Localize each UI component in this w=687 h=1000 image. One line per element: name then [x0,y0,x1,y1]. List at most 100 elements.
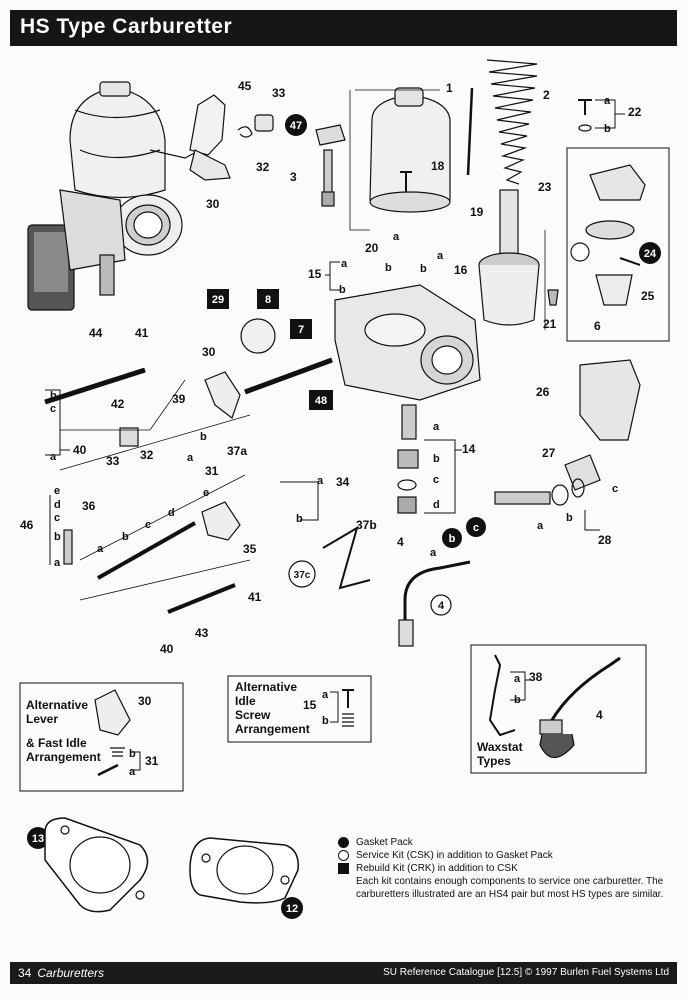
sub-c-36: c [145,519,151,531]
sub-b-15-box: b [322,715,329,727]
callout-16: 16 [454,263,468,277]
alt-lever-line-4: Arrangement [26,750,101,764]
gasket-callout-12: 12 [281,897,303,919]
alternative-spring-drawing [110,747,125,757]
legend-gasket-text: Gasket Pack [356,837,413,848]
callout-45: 45 [238,79,252,93]
callout-40: 40 [73,443,87,457]
part-27-28-assembly [494,454,601,506]
svg-text:8: 8 [265,294,271,306]
alt-idle-line-4: Arrangement [235,722,310,736]
callout-37b: 37b [356,518,377,532]
callout-41: 41 [135,326,149,340]
sub-a-31: a [187,452,194,464]
gasket-callout-47: 47 [285,114,307,136]
callout-28: 28 [598,533,612,547]
sub-a-36: a [97,543,104,555]
callout-33-lower: 33 [106,454,120,468]
idle-screw-drawing [342,689,354,708]
waxstat-label: Waxstat Types [477,740,523,768]
part-6-float [595,274,633,306]
part-22-screw-washer [578,99,592,132]
alt-idle-line-2: Idle [235,694,256,708]
callout-25: 25 [641,289,655,303]
svg-text:c: c [473,522,479,534]
part-21-jet-adjust [547,289,559,306]
part-3-damper [315,124,346,207]
sub-a-34: a [317,475,324,487]
page-number: 34 [18,966,32,980]
sub-c-14: c [433,474,439,486]
part-43-lever [167,583,236,614]
filled-circle-icon [338,837,349,848]
callout-3: 3 [290,170,297,184]
service-callout-4: 4 [430,594,452,616]
part-19-piston [478,189,540,326]
part-36-spindle [97,521,196,580]
callout-4-waxstat: 4 [596,708,603,722]
part-2-spring [486,59,538,185]
alt-idle-line-1: Alternative [235,680,298,694]
part-45-bracket [189,94,226,156]
callout-30-lower: 30 [202,345,216,359]
sub-b-14: b [433,453,440,465]
legend-note: Each kit contains enough components to s… [356,876,664,900]
sub-d-14: d [433,499,440,511]
service-callout-37c: 37c [288,560,316,588]
sub-a-46: a [54,557,61,569]
catalogue-reference: SU Reference Catalogue [12.5] © 1997 Bur… [383,967,669,978]
callout-27: 27 [542,446,556,460]
callout-31: 31 [205,464,219,478]
callout-4: 4 [397,535,404,549]
callout-30-box: 30 [138,694,152,708]
callout-32: 32 [256,160,270,174]
sub-e-46: e [54,485,60,497]
sub-a-4: a [430,547,437,559]
callout-39: 39 [172,392,186,406]
waxstat-line-1: Waxstat [477,740,523,754]
callout-6: 6 [594,319,601,333]
svg-text:7: 7 [298,324,304,336]
rebuild-callout-7: 7 [290,319,312,339]
callout-22: 22 [628,105,642,119]
svg-text:12: 12 [286,903,298,915]
part-46-screw [63,529,73,565]
part-25-pin [619,257,641,266]
float-chamber-box [566,147,670,342]
legend-service-row: Service Kit (CSK) in addition to Gasket … [338,849,666,862]
svg-text:48: 48 [315,395,327,407]
sub-b-20: b [385,262,392,274]
sub-a-40: a [50,451,57,463]
callout-44: 44 [89,326,103,340]
callout-43: 43 [195,626,209,640]
alt-lever-line-3: & Fast Idle [26,736,87,750]
rebuild-callout-29: 29 [207,289,229,309]
part-8-disc [240,318,276,354]
part-14-jet-assembly [397,404,419,514]
sub-b-38: b [514,694,521,706]
rebuild-callout-48: 48 [309,390,333,410]
sub-b-31: b [200,431,207,443]
part-30-lever [189,149,231,181]
callout-19: 19 [470,205,484,219]
svg-text:4: 4 [438,600,445,612]
gasket-12 [189,837,299,904]
legend-gasket-row: Gasket Pack [338,836,666,849]
sub-b-40: b [50,390,57,402]
callout-15: 15 [308,267,322,281]
callout-35: 35 [243,542,257,556]
callout-46: 46 [20,518,34,532]
part-42-spindle [44,367,146,405]
sub-b-31-box: b [129,748,136,760]
gasket-callout-c: c [466,517,486,537]
sub-a-16: a [437,250,444,262]
sub-a-22: a [604,95,611,107]
legend-rebuild-row: Rebuild Kit (CRK) in addition to CSK [338,862,666,875]
sub-a-28: a [537,520,544,532]
part-4-jet-tube [403,560,471,645]
part-1-needle [466,87,474,176]
waxstat-box [470,644,647,774]
callout-2: 2 [543,88,550,102]
